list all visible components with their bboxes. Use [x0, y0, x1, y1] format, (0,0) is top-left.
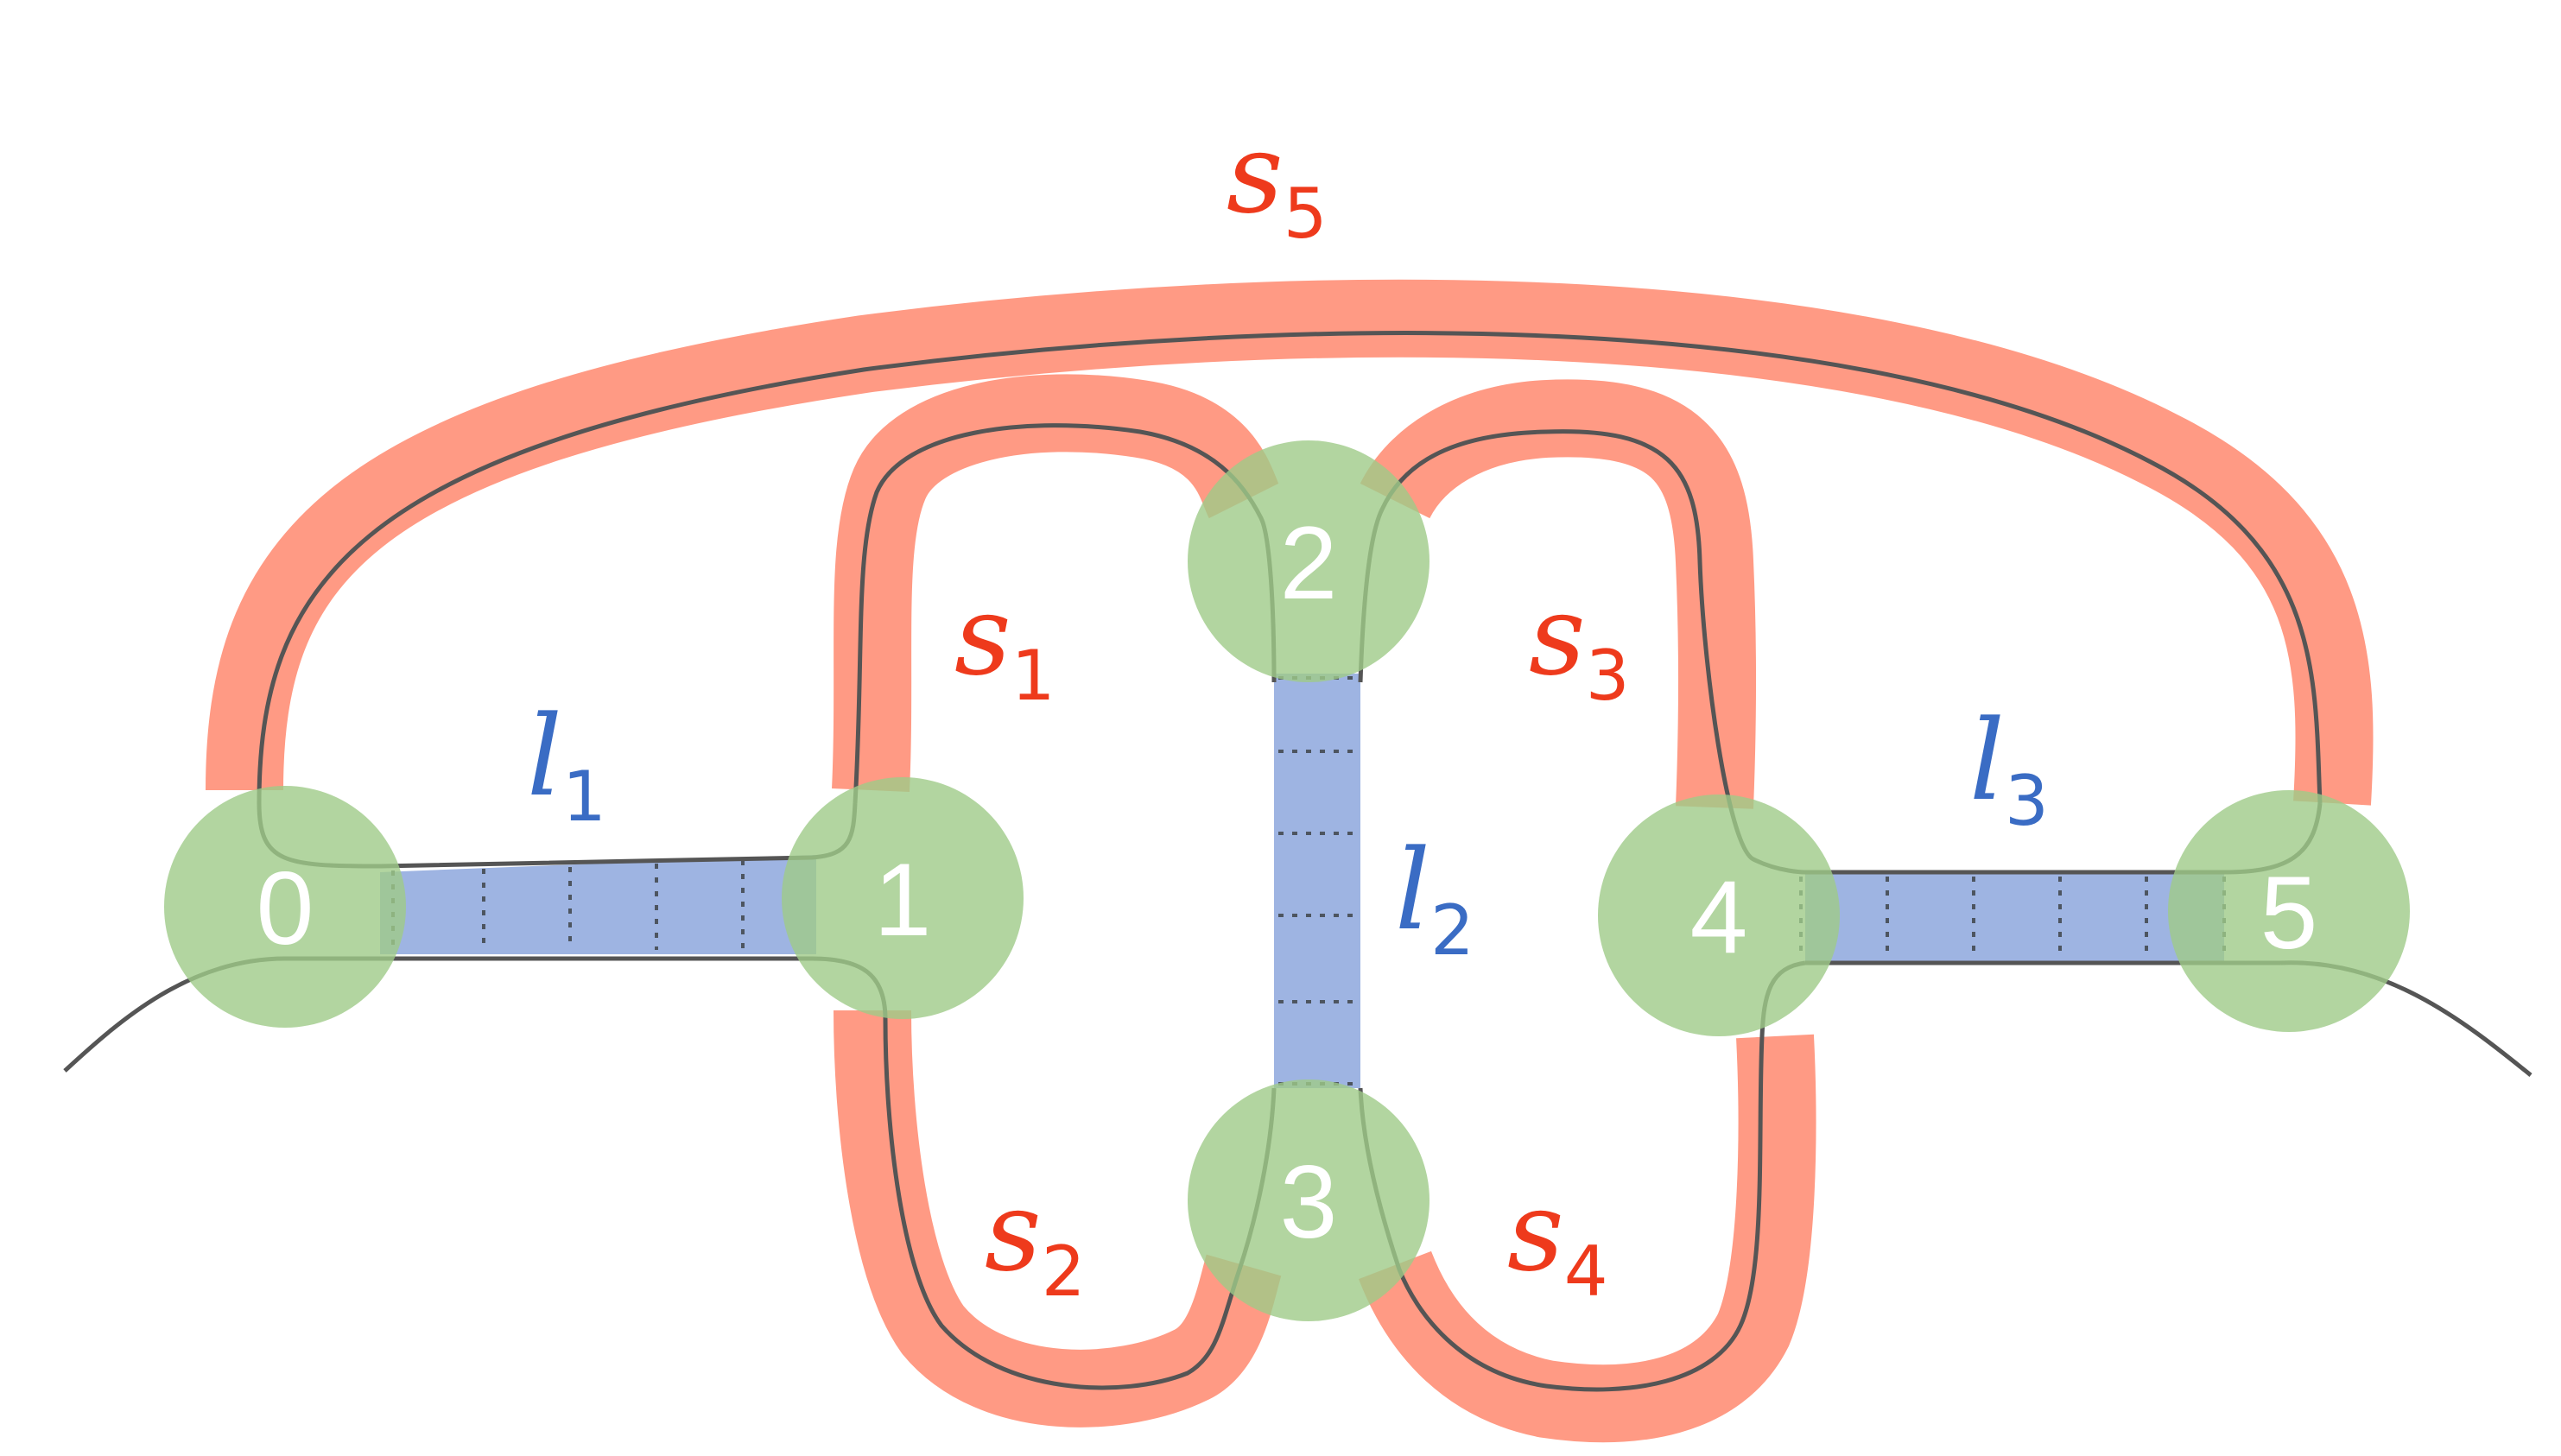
node-3-label: 3 — [1280, 1144, 1338, 1260]
node-1-label: 1 — [874, 842, 932, 958]
strand-label-s2: s2 — [985, 1168, 1086, 1312]
link-label-l3-sub: 3 — [2005, 761, 2049, 841]
strand-label-s2-sub: 2 — [1042, 1231, 1086, 1312]
strand-label-s3-base: s — [1529, 572, 1586, 700]
strand-band-s1 — [832, 374, 1280, 793]
strand-label-s4: s4 — [1507, 1168, 1608, 1312]
strand-label-s1-base: s — [954, 572, 1011, 700]
node-5-label: 5 — [2260, 855, 2318, 971]
node-2-circle — [1188, 440, 1429, 682]
link-label-l1-base: l — [527, 693, 562, 821]
node-4-label: 4 — [1690, 859, 1748, 975]
strand-label-s4-sub: 4 — [1564, 1231, 1608, 1312]
strand-label-s5: s5 — [1227, 110, 1328, 254]
strand-band-s3 — [1360, 379, 1757, 809]
strand-label-s1: s1 — [954, 572, 1055, 716]
node-2-label: 2 — [1280, 505, 1338, 621]
node-5-circle — [2168, 790, 2410, 1032]
link-label-l2: l2 — [1395, 826, 1474, 971]
link-label-l3-base: l — [1969, 697, 2005, 826]
link-band-l1 — [380, 855, 816, 954]
chain-curve-s5 — [257, 331, 2323, 804]
node-0-circle — [164, 786, 406, 1028]
strand-label-s3-sub: 3 — [1586, 636, 1630, 716]
strand-label-s3: s3 — [1529, 572, 1630, 716]
link-band-l3 — [1805, 872, 2224, 963]
strand-band-s5 — [206, 279, 2374, 806]
link-rungs-l1 — [391, 860, 745, 950]
link-label-l3: l3 — [1969, 697, 2049, 841]
strand-label-s4-base: s — [1507, 1168, 1564, 1296]
strand-label-s2-base: s — [985, 1168, 1042, 1296]
strand-label-s5-sub: 5 — [1284, 174, 1328, 254]
strand-label-s1-sub: 1 — [1011, 636, 1055, 716]
link-label-l1: l1 — [527, 693, 606, 837]
node-3-circle — [1188, 1079, 1429, 1321]
strand-label-s5-base: s — [1227, 110, 1284, 238]
link-label-l2-sub: 2 — [1430, 890, 1474, 971]
node-1-circle — [782, 777, 1024, 1019]
node-4-circle — [1598, 794, 1840, 1036]
link-label-l2-base: l — [1395, 826, 1430, 955]
link-band-l2 — [1274, 674, 1360, 1088]
link-label-l1-sub: 1 — [562, 756, 606, 837]
strand-band-s4 — [1359, 1034, 1816, 1443]
node-0-label: 0 — [257, 851, 314, 966]
